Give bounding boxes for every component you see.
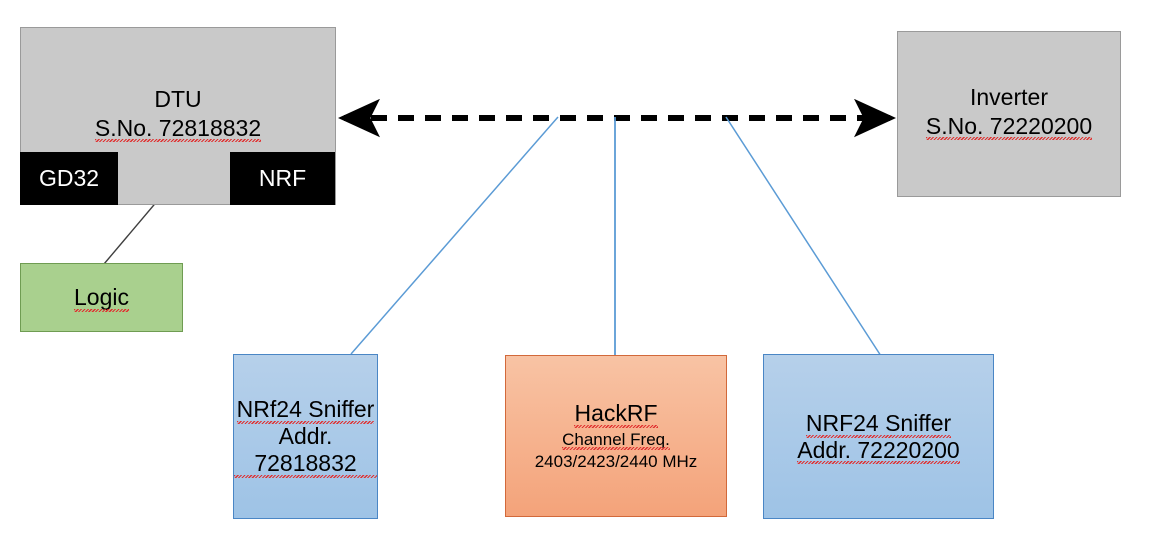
inverter-serial: S.No. 72220200: [925, 112, 1093, 141]
sniffer-right-label-text: NRF24 Sniffer: [805, 409, 952, 438]
dtu-serial: S.No. 72818832: [94, 114, 262, 143]
logic-label-text: Logic: [74, 284, 129, 312]
sniffer-left-address-text: Addr. 72818832: [234, 423, 377, 478]
node-sniffer-right: NRF24 Sniffer Addr. 72220200: [763, 354, 994, 519]
node-sniffer-left: NRf24 Sniffer Addr. 72818832: [233, 354, 378, 519]
hackrf-label: HackRF: [574, 399, 658, 428]
sniffer-left-label-text: NRf24 Sniffer: [236, 396, 375, 424]
dtu-label: DTU: [154, 86, 202, 112]
sniffer-right-address: Addr. 72220200: [797, 436, 961, 464]
node-inverter: Inverter S.No. 72220200: [897, 31, 1121, 197]
node-logic: Logic: [20, 263, 183, 332]
node-gd32: GD32: [20, 152, 118, 205]
dtu-serial-text: S.No. 72818832: [94, 114, 262, 143]
sniffer-left-label: NRf24 Sniffer: [236, 396, 375, 424]
sniffer-right-label: NRF24 Sniffer: [805, 409, 952, 438]
hackrf-sublabel-text: Channel Freq.: [562, 429, 670, 451]
connector-sniffer-left-tap: [350, 116, 559, 355]
hackrf-sublabel: Channel Freq.: [562, 429, 670, 451]
inverter-serial-text: S.No. 72220200: [925, 112, 1093, 141]
logic-label: Logic: [74, 284, 129, 312]
hackrf-label-text: HackRF: [574, 399, 658, 428]
inverter-label: Inverter: [970, 84, 1048, 110]
nrf-label: NRF: [258, 165, 307, 192]
sniffer-right-address-text: Addr. 72220200: [797, 436, 961, 464]
gd32-label: GD32: [38, 165, 100, 192]
hackrf-frequencies: 2403/2423/2440 MHz: [534, 452, 698, 472]
sniffer-left-address: Addr. 72818832: [234, 423, 377, 478]
connector-sniffer-right-tap: [725, 116, 882, 357]
node-hackrf: HackRF Channel Freq. 2403/2423/2440 MHz: [505, 355, 727, 517]
node-nrf: NRF: [230, 152, 335, 205]
